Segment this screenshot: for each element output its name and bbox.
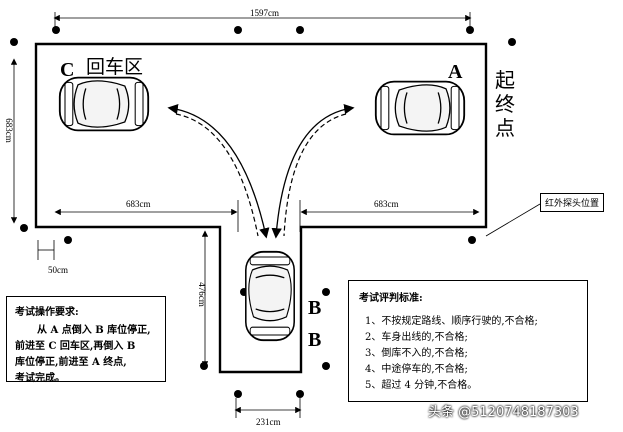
operation-line-2: 前进至 C 回车区,再倒入 B (15, 341, 136, 352)
path-a-to-b-dashed (283, 113, 347, 237)
operation-line-4: 考试完成。 (15, 373, 65, 384)
criteria-title: 考试评判标准: (359, 293, 423, 304)
point-c-letter: C (60, 59, 75, 81)
dimension-height: 683cm (3, 118, 14, 143)
dimension-left-span: 683cm (126, 199, 151, 209)
path-c-to-b-dashed (175, 113, 259, 237)
car-at-a (374, 80, 466, 136)
point-a-letter: A (448, 61, 463, 83)
path-a-to-b-solid (271, 104, 355, 239)
point-c-name: 回车区 (86, 56, 144, 78)
path-c-to-b-solid (167, 103, 270, 239)
dimension-garage-depth: 476cm (196, 282, 207, 307)
car-at-c (58, 76, 150, 132)
criteria-box: 考试评判标准: 1、不按规定路线、顺序行驶的,不合格; 2、车身出线的,不合格;… (348, 280, 588, 402)
sensor-label: 红外探头位置 (540, 193, 605, 212)
sensor-pointer (485, 203, 541, 237)
operation-line-1: 从 A 点倒入 B 库位停正, (37, 325, 151, 336)
dimension-right-span: 683cm (374, 199, 399, 209)
site-boundary (34, 42, 488, 374)
point-a-name: 起终点 (495, 68, 515, 140)
car-at-b (244, 250, 296, 342)
operation-box: 考试操作要求: 从 A 点倒入 B 库位停正, 前进至 C 回车区,再倒入 B … (6, 296, 166, 384)
dimension-garage-width: 231cm (256, 417, 281, 427)
operation-line-3: 库位停正,前进至 A 终点, (15, 357, 127, 368)
dimension-total-width: 1597cm (250, 8, 279, 18)
operation-title: 考试操作要求: (15, 307, 79, 318)
criteria-item-3: 3、倒库不入的,不合格; (365, 348, 468, 359)
criteria-item-4: 4、中途停车的,不合格; (365, 364, 468, 375)
criteria-item-5: 5、超过 4 分钟,不合格。 (365, 380, 478, 391)
criteria-item-1: 1、不按规定路线、顺序行驶的,不合格; (365, 316, 538, 327)
point-b-lower: B (308, 329, 322, 351)
criteria-item-2: 2、车身出线的,不合格; (365, 332, 468, 343)
point-b-upper: B (308, 297, 322, 319)
dimension-offset: 50cm (48, 265, 68, 275)
watermark: 头条 @5120748187303 (428, 405, 579, 420)
sensor-dots (10, 26, 516, 398)
